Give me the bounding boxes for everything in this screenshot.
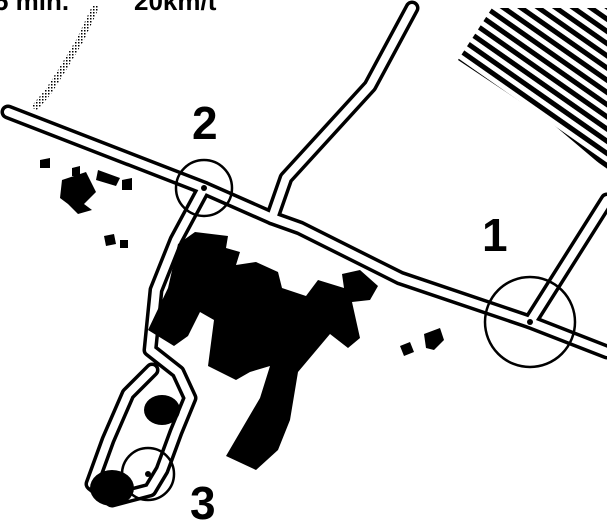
- header-speed: 20km/t: [134, 0, 217, 16]
- buildings: [40, 158, 444, 506]
- control-circle-2[interactable]: [174, 158, 234, 218]
- header-time: 5 min.: [0, 0, 70, 16]
- control-circle-1[interactable]: [483, 275, 577, 369]
- control-centre-dots: [145, 185, 533, 477]
- control-markers: [120, 158, 577, 502]
- striped-field: [458, 8, 607, 170]
- dotted-trail: [32, 4, 99, 110]
- marker-label-3: 3: [190, 477, 216, 525]
- marker-label-2: 2: [192, 97, 218, 149]
- control-circle-3[interactable]: [120, 446, 176, 502]
- marker-label-1: 1: [482, 209, 508, 261]
